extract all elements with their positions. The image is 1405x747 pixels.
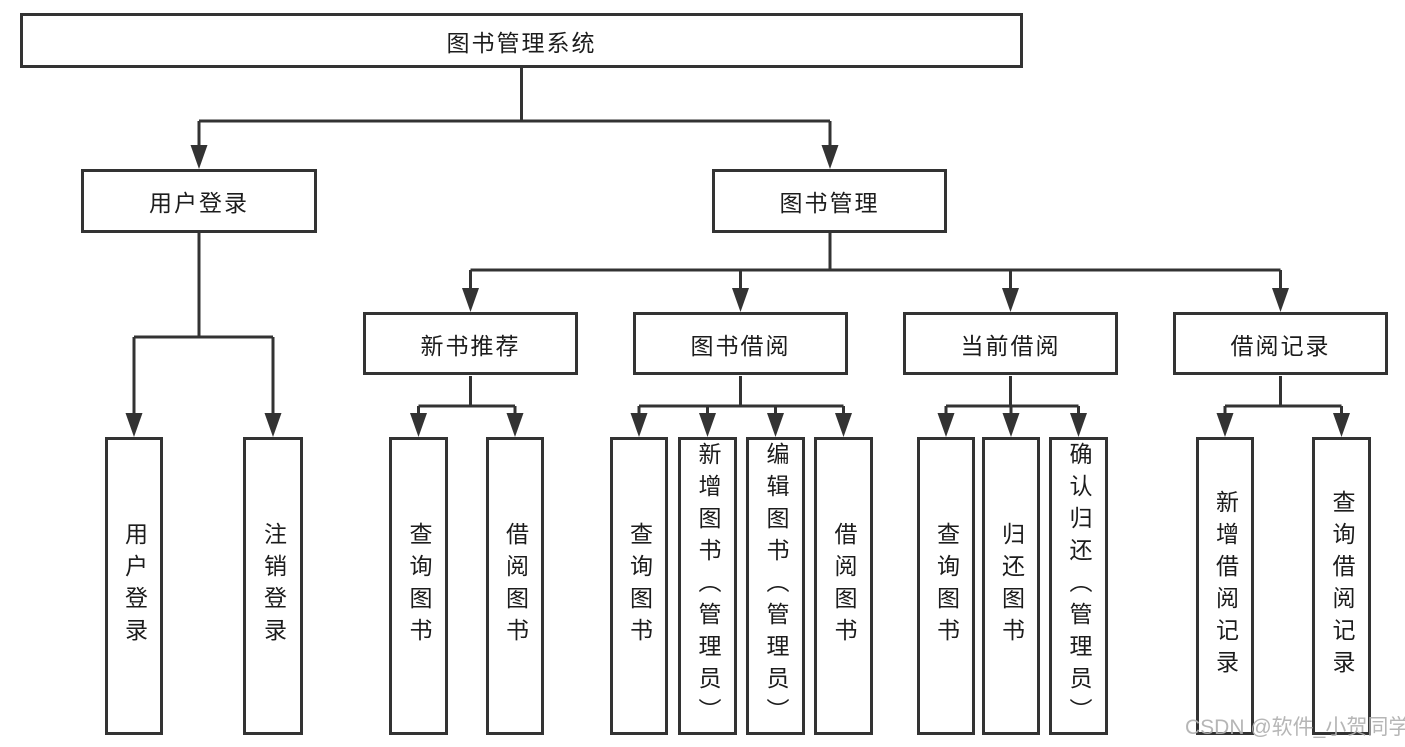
leaf-borrow-books: 借阅图书 — [814, 437, 873, 735]
leaf-label: 编辑图书（管理员） — [763, 442, 789, 730]
node-book-management: 图书管理 — [712, 169, 947, 233]
leaf-edit-books-admin: 编辑图书（管理员） — [746, 437, 805, 735]
node-borrowing-records: 借阅记录 — [1173, 312, 1388, 375]
leaf-label: 查询图书 — [406, 522, 432, 650]
node-library-management-system: 图书管理系统 — [20, 13, 1023, 68]
node-label: 图书管理系统 — [446, 29, 597, 56]
leaf-label: 归还图书 — [998, 522, 1025, 650]
leaf-query-books-borrow: 查询图书 — [610, 437, 668, 735]
node-label: 用户登录 — [149, 190, 249, 216]
leaf-query-books-recommend: 查询图书 — [389, 437, 448, 735]
node-label: 当前借阅 — [960, 332, 1061, 359]
leaf-label: 查询图书 — [933, 522, 960, 650]
leaf-borrow-books-recommend: 借阅图书 — [486, 437, 544, 735]
node-current-borrowing: 当前借阅 — [903, 312, 1118, 375]
node-label: 图书管理 — [779, 190, 880, 216]
leaf-label: 借阅图书 — [502, 522, 529, 650]
leaf-label: 新增图书（管理员） — [695, 442, 721, 730]
node-book-borrowing: 图书借阅 — [633, 312, 848, 375]
leaf-user-login: 用户登录 — [105, 437, 163, 735]
leaf-query-books-current: 查询图书 — [917, 437, 975, 735]
leaf-add-borrow-record: 新增借阅记录 — [1196, 437, 1254, 735]
leaf-label: 用户登录 — [121, 522, 148, 650]
leaf-query-borrow-record: 查询借阅记录 — [1312, 437, 1371, 735]
leaf-label: 借阅图书 — [831, 522, 857, 650]
leaf-add-books-admin: 新增图书（管理员） — [678, 437, 737, 735]
leaf-label: 查询借阅记录 — [1329, 490, 1355, 682]
node-label: 新书推荐 — [420, 332, 521, 359]
node-new-book-recommendation: 新书推荐 — [363, 312, 578, 375]
watermark: CSDN @软件_小贺同学 — [1185, 716, 1405, 739]
leaf-label: 确认归还（管理员） — [1066, 442, 1092, 730]
node-user-login: 用户登录 — [81, 169, 317, 233]
node-label: 借阅记录 — [1230, 332, 1331, 359]
leaf-return-books: 归还图书 — [982, 437, 1040, 735]
leaf-label: 新增借阅记录 — [1212, 490, 1239, 682]
leaf-logout: 注销登录 — [243, 437, 303, 735]
node-label: 图书借阅 — [690, 332, 791, 359]
leaf-label: 查询图书 — [626, 522, 653, 650]
leaf-confirm-return-admin: 确认归还（管理员） — [1049, 437, 1108, 735]
leaf-label: 注销登录 — [260, 522, 287, 650]
